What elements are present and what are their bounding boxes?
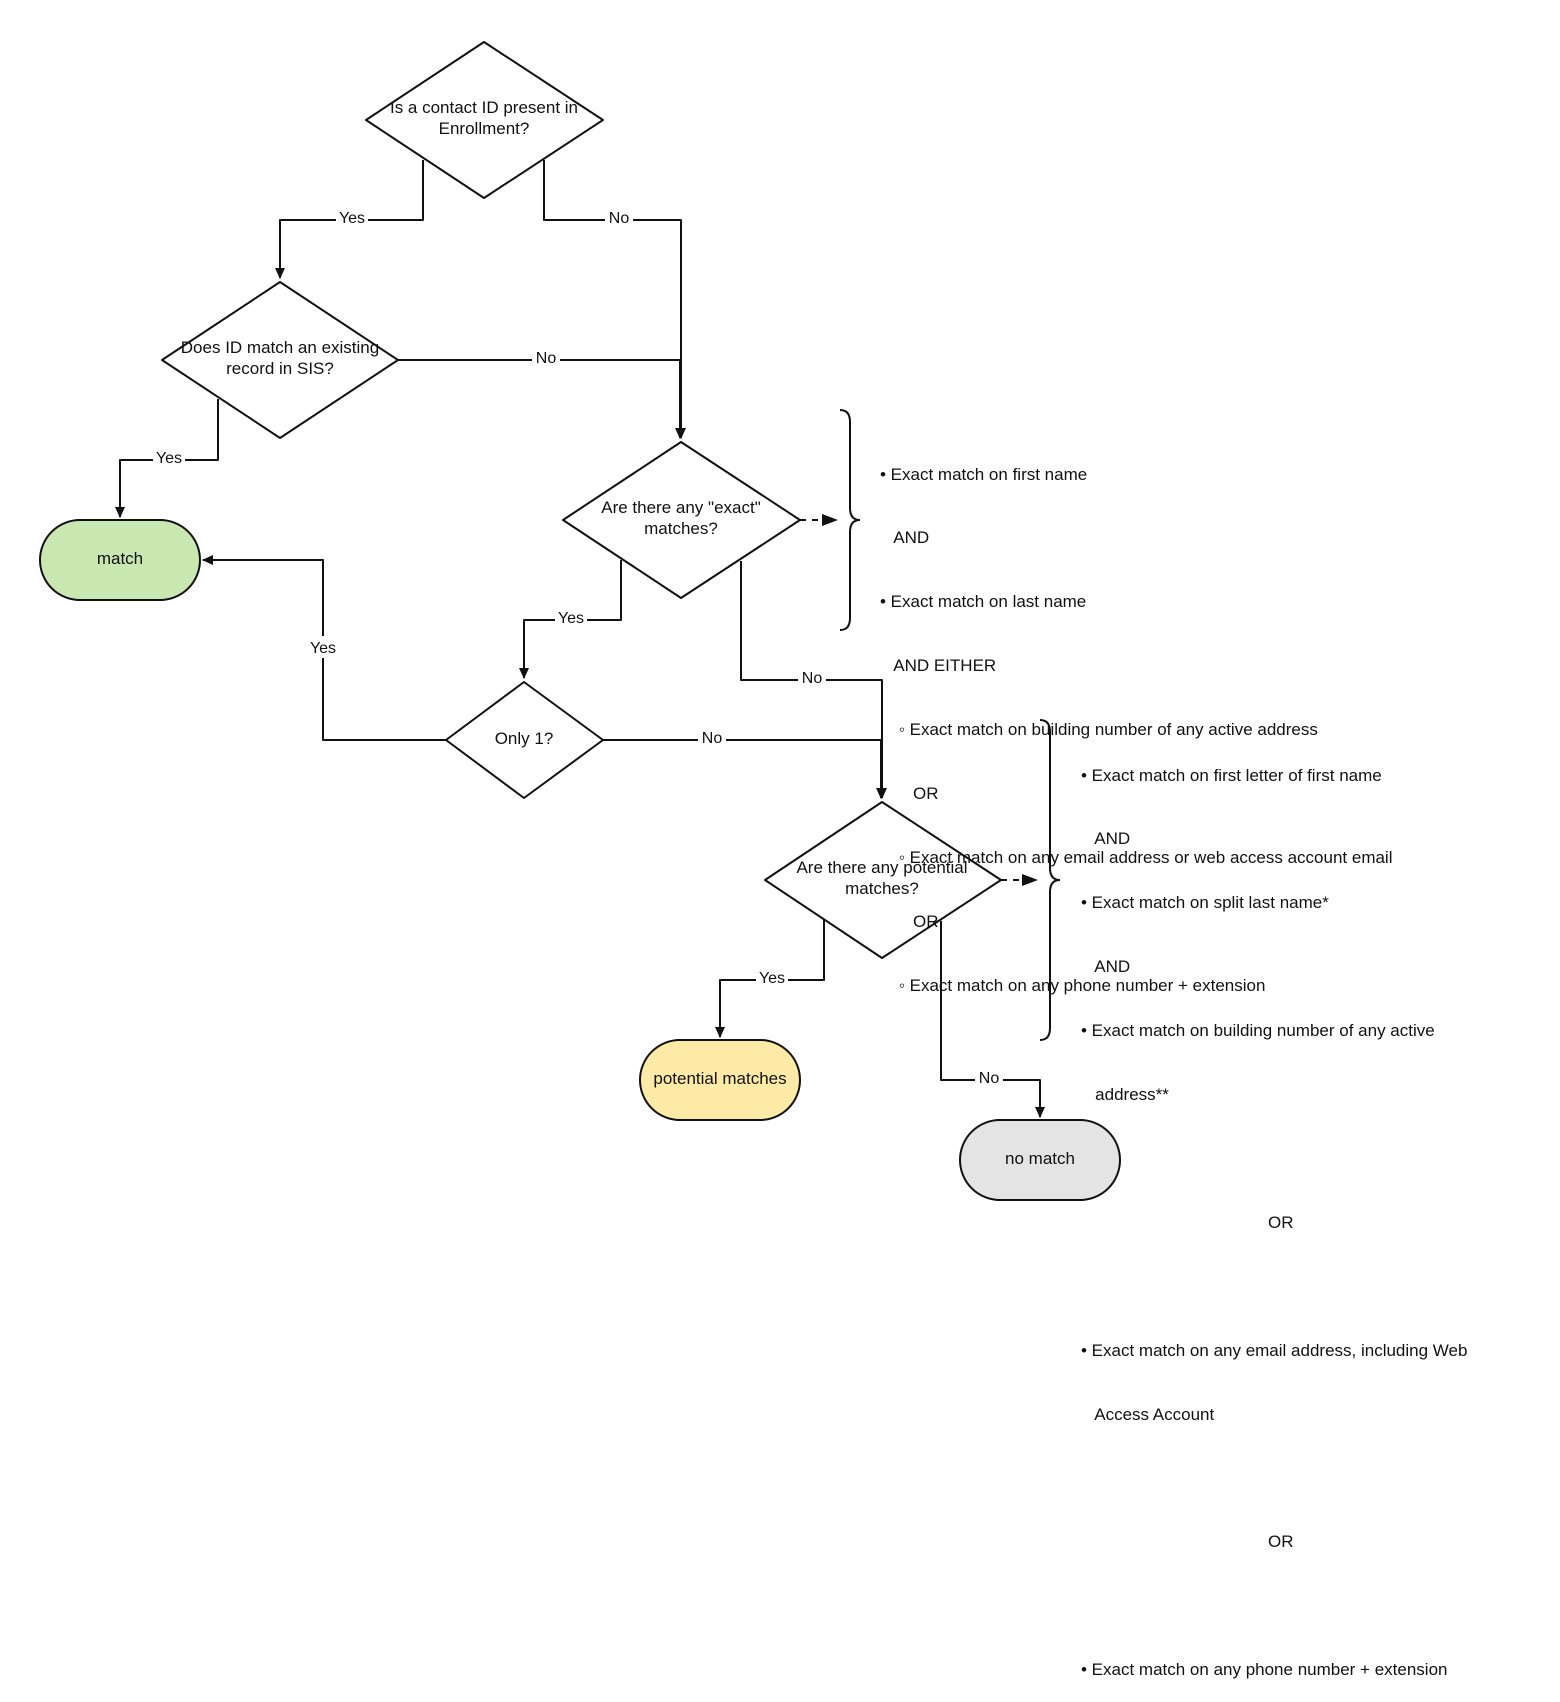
terminal-match-shape xyxy=(39,519,201,601)
potential-criteria-line: AND xyxy=(1081,957,1131,977)
edge-label-potential-yes: Yes xyxy=(759,970,785,987)
potential-criteria-line: • Exact match on split last name* xyxy=(1081,893,1329,913)
decision-contact-id: Is a contact ID present in Enrollment? xyxy=(365,41,604,199)
potential-criteria-line: • Exact match on building number of any … xyxy=(1081,1021,1435,1041)
terminal-no-match: no match xyxy=(959,1119,1121,1201)
decision-contact-id-line-2: Enrollment? xyxy=(439,119,530,138)
potential-criteria-or: OR xyxy=(1268,1212,1294,1232)
potential-criteria-line xyxy=(1081,1467,1521,1488)
potential-criteria-or: OR xyxy=(1268,1532,1294,1552)
exact-criteria-line: OR xyxy=(880,911,939,931)
decision-exact-shape xyxy=(562,441,801,599)
edge-potential-criteria-arrowhead xyxy=(1022,874,1038,886)
decision-exact-line-2: matches? xyxy=(644,519,718,538)
exact-criteria-line: • Exact match on first name xyxy=(880,464,1088,484)
decision-potential-line-2: matches? xyxy=(845,879,919,898)
edge-label-id-match-no: No xyxy=(536,350,557,367)
potential-criteria-line: • Exact match on any phone number + exte… xyxy=(1081,1660,1448,1680)
terminal-no-match-shape xyxy=(959,1119,1121,1201)
terminal-match-label: match xyxy=(97,549,143,568)
potential-criteria-line: AND xyxy=(1081,829,1131,849)
potential-criteria-line: address** xyxy=(1081,1085,1169,1105)
edge-label-exact-yes: Yes xyxy=(558,610,584,627)
exact-criteria-brace xyxy=(839,409,861,631)
exact-criteria-line: AND EITHER xyxy=(880,656,997,676)
exact-criteria-line: OR xyxy=(880,784,939,804)
exact-criteria-line: AND xyxy=(880,528,930,548)
decision-potential-shape xyxy=(764,801,1002,959)
edge-only-one-no xyxy=(603,739,886,799)
exact-criteria-line: • Exact match on last name xyxy=(880,592,1087,612)
decision-id-match-line-1: Does ID match an existing xyxy=(181,338,379,357)
decision-potential: Are there any potential matches? xyxy=(764,801,1002,959)
decision-id-match: Does ID match an existing record in SIS? xyxy=(161,281,399,439)
edge-id-match-no xyxy=(398,359,685,439)
decision-id-match-shape xyxy=(161,281,399,439)
terminal-potential-matches: potential matches xyxy=(639,1039,801,1121)
edge-label-only-one-yes: Yes xyxy=(310,640,336,657)
exact-criteria-line: ◦ Exact match on any phone number + exte… xyxy=(880,975,1266,995)
edge-contact-id-no xyxy=(543,160,686,439)
terminal-no-match-label: no match xyxy=(1005,1149,1075,1168)
decision-only-one-shape xyxy=(445,681,604,799)
potential-criteria-line: Access Account xyxy=(1081,1404,1215,1424)
potential-criteria-note: • Exact match on first letter of first n… xyxy=(1081,722,1521,1702)
decision-exact-line-1: Are there any "exact" xyxy=(601,498,760,517)
edge-label-exact-no: No xyxy=(802,670,823,687)
edge-labels: Yes No No Yes Yes No Yes No Yes No xyxy=(153,208,1003,1088)
edge-label-id-match-yes: Yes xyxy=(156,450,182,467)
potential-criteria-line xyxy=(1081,1595,1521,1616)
terminal-potential-matches-shape xyxy=(639,1039,801,1121)
exact-criteria-line: ◦ Exact match on any email address or we… xyxy=(880,847,1393,867)
potential-criteria-line xyxy=(1081,1276,1521,1297)
potential-criteria-brace xyxy=(1039,719,1061,1041)
edge-label-contact-id-yes: Yes xyxy=(339,210,365,227)
potential-criteria-line: • Exact match on any email address, incl… xyxy=(1081,1340,1468,1360)
decision-only-one-line-1: Only 1? xyxy=(495,729,554,748)
terminal-match: match xyxy=(39,519,201,601)
decision-potential-line-1: Are there any potential xyxy=(796,858,967,877)
decision-exact: Are there any "exact" matches? xyxy=(562,441,801,599)
potential-criteria-line: • Exact match on first letter of first n… xyxy=(1081,765,1382,785)
decision-contact-id-shape xyxy=(365,41,604,199)
edge-label-potential-no: No xyxy=(979,1070,1000,1087)
edge-label-only-one-no: No xyxy=(702,730,723,747)
terminal-potential-matches-label: potential matches xyxy=(653,1069,786,1088)
decision-only-one: Only 1? xyxy=(445,681,604,799)
exact-criteria-note: • Exact match on first name AND • Exact … xyxy=(880,421,1392,1017)
decision-id-match-line-2: record in SIS? xyxy=(226,359,334,378)
decision-contact-id-line-1: Is a contact ID present in xyxy=(390,98,578,117)
edge-exact-criteria-arrowhead xyxy=(822,514,838,526)
flowchart: Yes No No Yes Yes No Yes No Yes No Is a … xyxy=(39,41,1121,1201)
exact-criteria-line: ◦ Exact match on building number of any … xyxy=(880,720,1318,740)
edge-label-contact-id-no: No xyxy=(609,210,630,227)
potential-criteria-line xyxy=(1081,1148,1521,1169)
